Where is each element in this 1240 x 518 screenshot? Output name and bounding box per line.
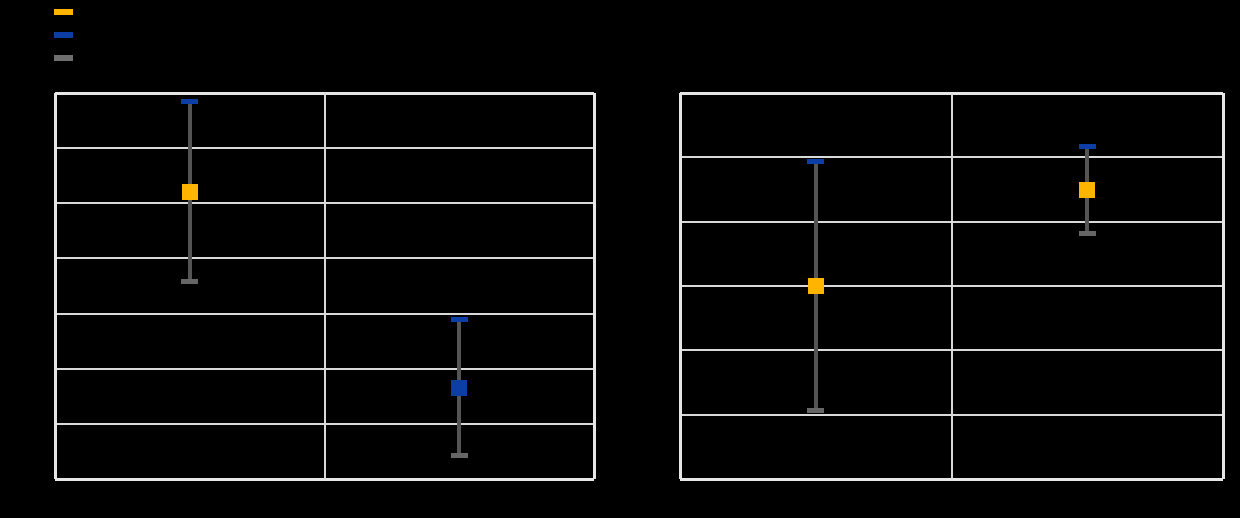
- data-point-marker: [807, 278, 824, 294]
- data-point-marker: [451, 380, 468, 396]
- legend: [0, 0, 300, 80]
- panel-left: [53, 91, 596, 481]
- data-point-marker: [181, 183, 198, 200]
- lower-error-cap: [1078, 231, 1096, 237]
- gridline-vertical: [323, 93, 326, 479]
- panel-right: [678, 91, 1225, 481]
- panel-border-horizontal: [680, 477, 1223, 481]
- panel-border-vertical: [592, 93, 596, 479]
- panel-border-vertical: [1221, 93, 1225, 479]
- lower-error-cap: [181, 279, 199, 285]
- gridline-vertical: [950, 93, 953, 479]
- legend-swatch-yellow-series: [54, 9, 73, 15]
- upper-error-cap: [807, 159, 825, 165]
- lower-error-cap: [807, 408, 825, 414]
- upper-error-cap: [181, 98, 199, 104]
- panel-border-vertical: [53, 93, 57, 479]
- upper-error-cap: [450, 317, 468, 323]
- panel-border-vertical: [678, 93, 682, 479]
- upper-error-cap: [1078, 143, 1096, 149]
- data-point-marker: [1079, 182, 1096, 199]
- panel-border-horizontal: [55, 477, 594, 481]
- legend-swatch-gray-series: [54, 55, 73, 61]
- legend-swatch-blue-series: [54, 32, 73, 38]
- lower-error-cap: [450, 452, 468, 458]
